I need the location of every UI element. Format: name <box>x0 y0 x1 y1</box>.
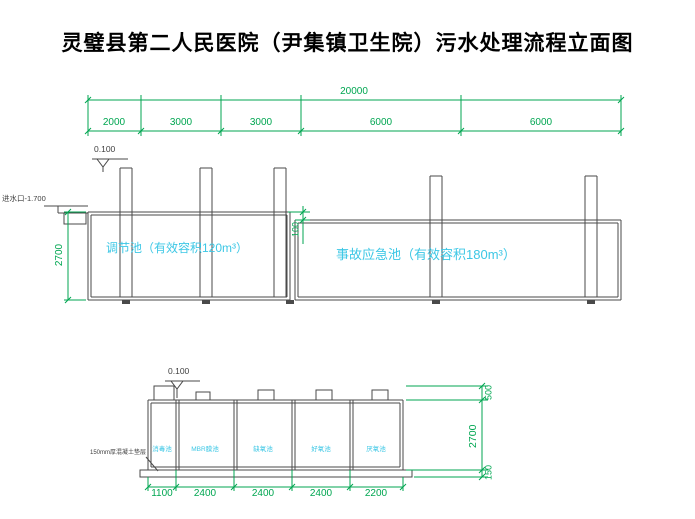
hatch-4 <box>315 389 333 401</box>
concrete-cushion <box>139 469 413 478</box>
note-leader <box>145 456 159 472</box>
inlet-label: 进水口-1.700 <box>2 194 46 203</box>
lower-tank <box>147 399 404 471</box>
elevation-mark-upper: 0.100 <box>94 144 116 154</box>
hatch-1 <box>153 385 175 401</box>
compartment-label: 消毒池 <box>152 446 172 453</box>
dim-label-right-middle: 2700 <box>466 424 479 448</box>
drawing-title: 灵璧县第二人民医院（尹集镇卫生院）污水处理流程立面图 <box>61 31 634 55</box>
dim-label: 2400 <box>193 488 217 499</box>
tank-label-emergency: 事故应急池（有效容积180m³） <box>336 247 516 262</box>
compartment-label: MBR膜池 <box>191 446 219 453</box>
compartment-label: 厌氧池 <box>366 446 386 453</box>
upper-right-tank <box>294 219 622 301</box>
upper-elevation-symbol <box>92 158 128 172</box>
dimension-lines <box>64 95 625 491</box>
hatch-5 <box>371 389 389 401</box>
dim-label: 2200 <box>364 488 388 499</box>
tank-label-regulating: 调节池（有效容积120m³） <box>106 241 249 255</box>
hatch-2 <box>195 391 211 401</box>
elevation-mark-lower: 0.100 <box>168 366 190 376</box>
compartment-label: 缺氧池 <box>253 446 273 453</box>
dim-label: 6000 <box>529 117 553 128</box>
dim-label: 1100 <box>151 488 173 499</box>
cushion-note: 150mm厚混凝土垫层 <box>89 450 146 456</box>
lower-elevation-symbol <box>165 380 200 398</box>
dim-label: 6000 <box>369 117 393 128</box>
lower-tank-partitions <box>175 400 354 470</box>
dim-label: 2400 <box>251 488 275 499</box>
dim-label: 2400 <box>309 488 333 499</box>
dim-label-right-bottom: 150 <box>483 464 494 481</box>
hatch-3 <box>257 389 275 401</box>
upper-left-tank <box>87 211 291 301</box>
upper-left-pipes <box>119 167 287 297</box>
dim-label-height: 2700 <box>54 243 65 267</box>
dim-label: 3000 <box>169 117 193 128</box>
upper-right-pipes <box>429 175 598 297</box>
dim-label-step: 100 <box>290 221 301 238</box>
dim-label: 2000 <box>102 117 126 128</box>
compartment-label: 好氧池 <box>311 446 331 453</box>
dim-label-total: 20000 <box>340 86 368 97</box>
tank-feet <box>122 300 595 304</box>
dim-label-right-top: 500 <box>483 384 494 401</box>
inlet-pipe <box>44 205 88 225</box>
dim-label: 3000 <box>249 117 273 128</box>
